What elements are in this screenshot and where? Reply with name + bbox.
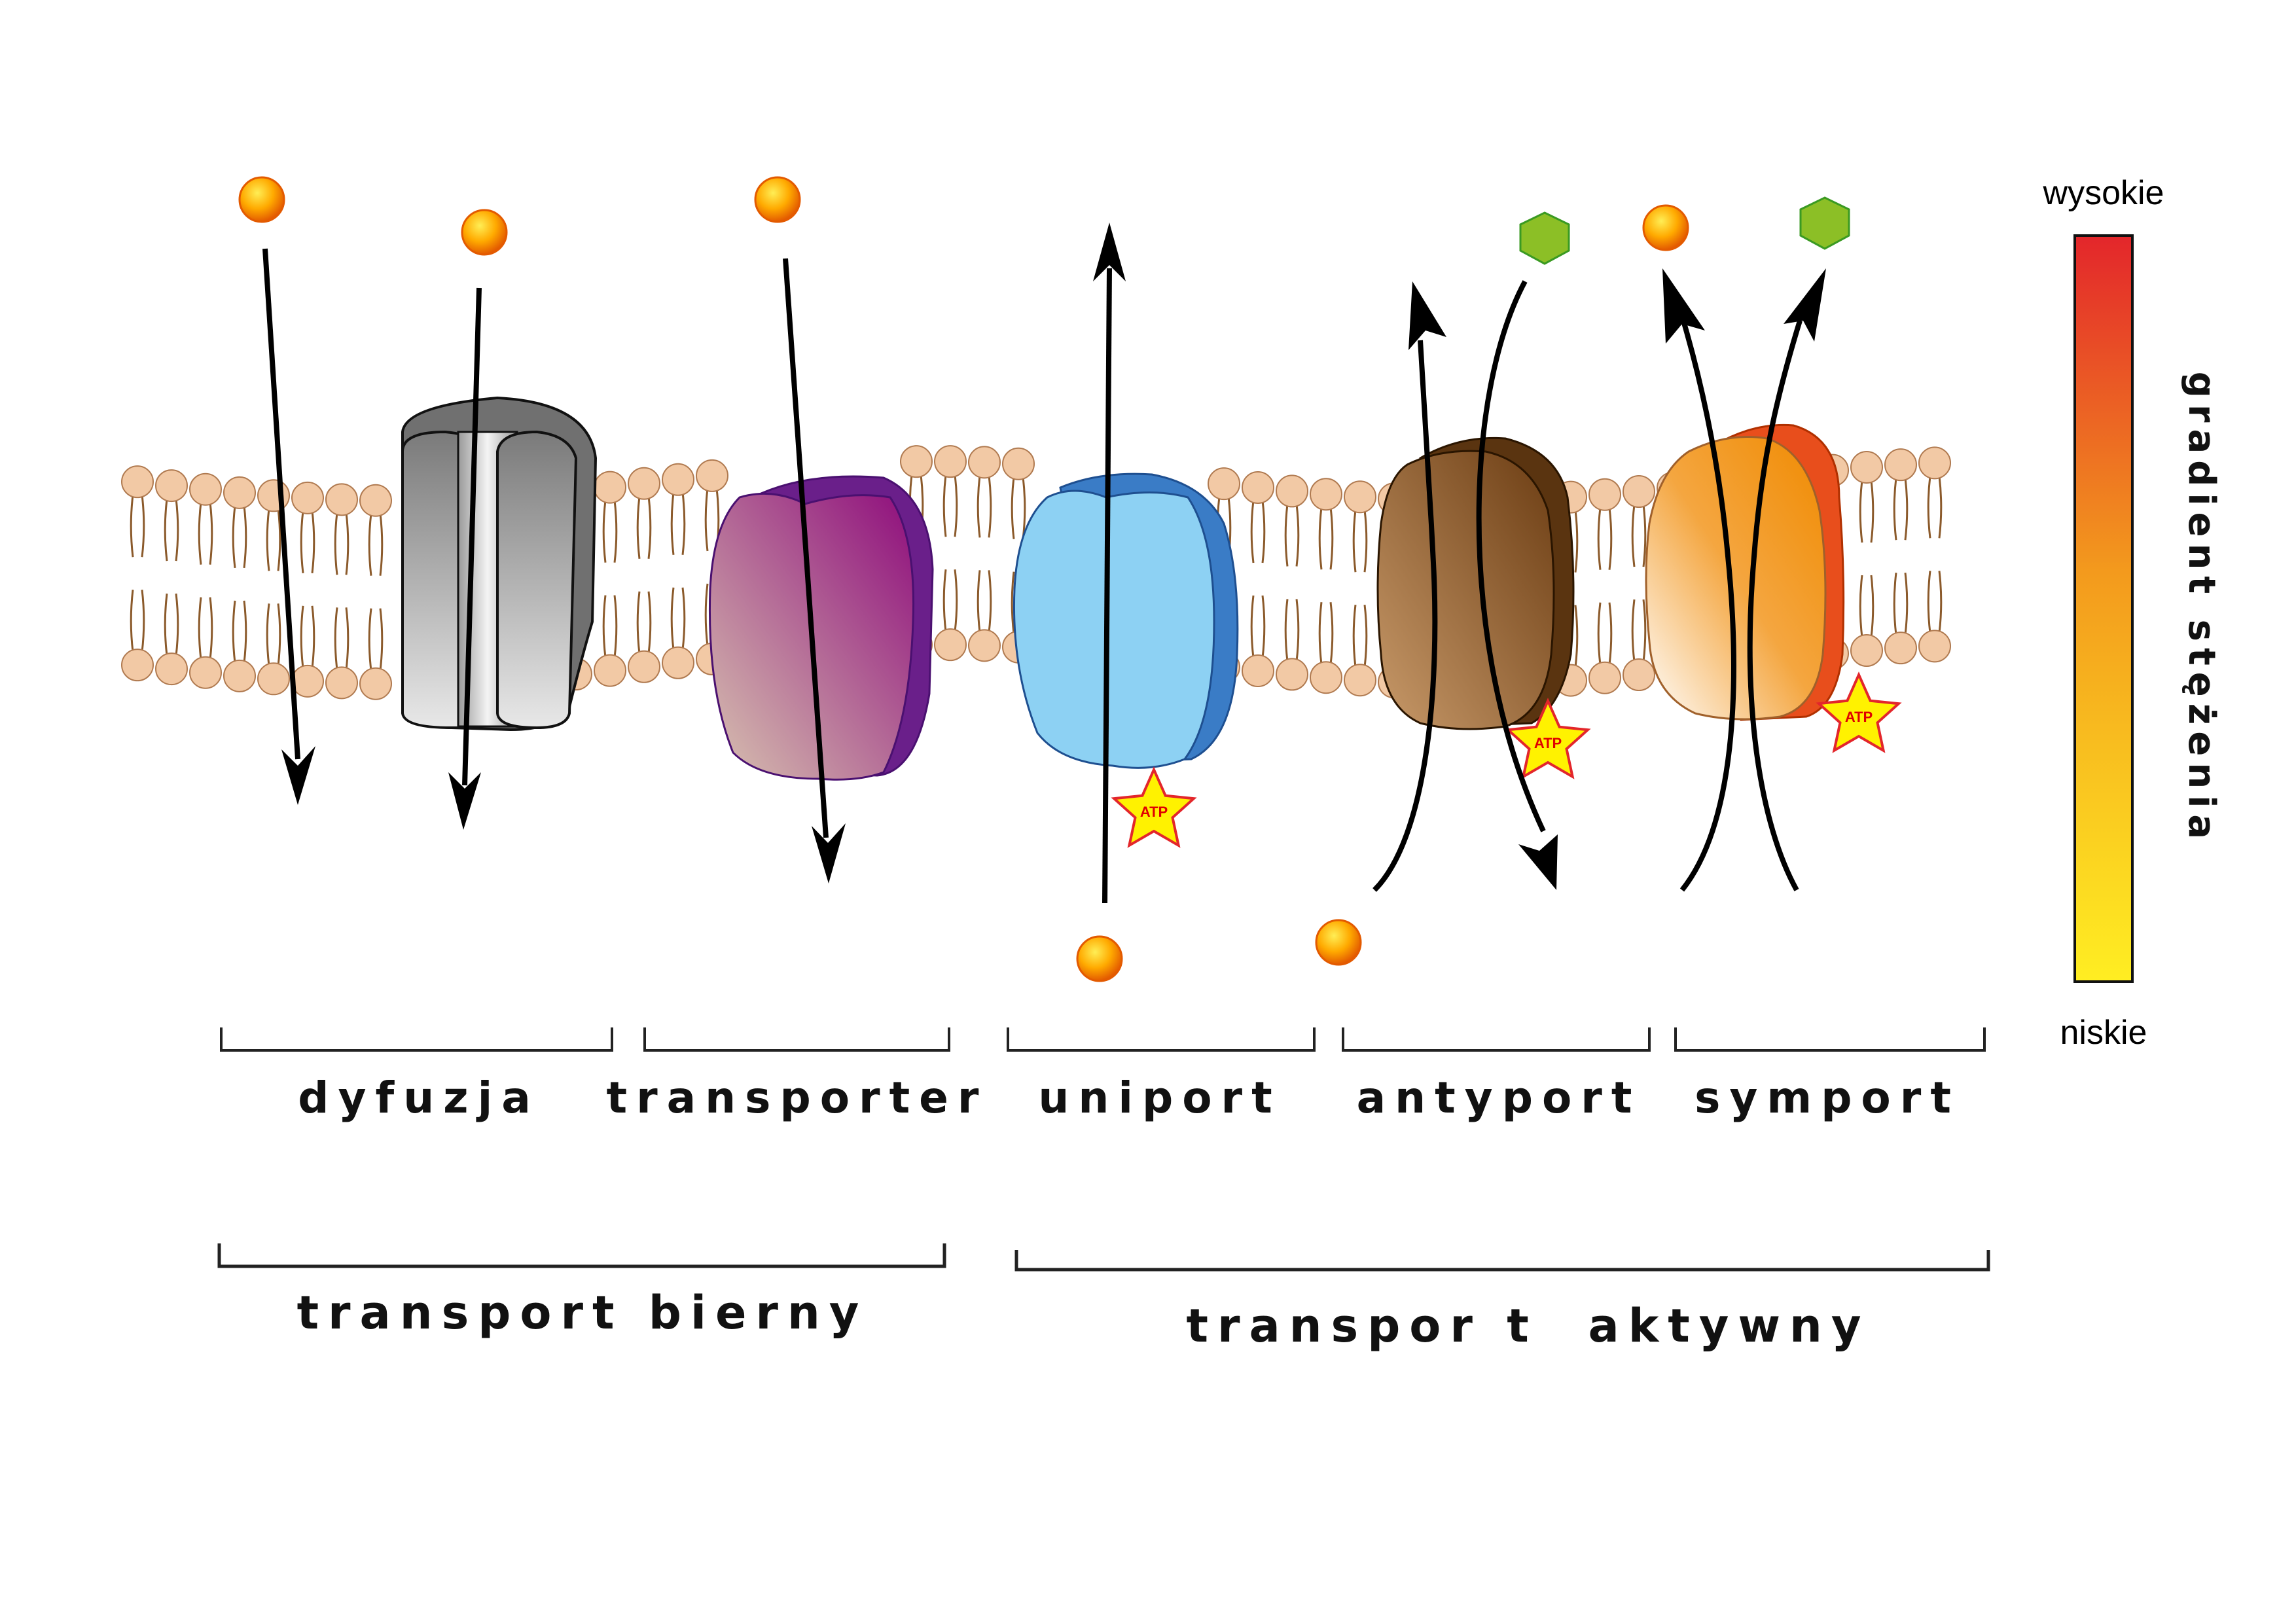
lipid-molecule xyxy=(1310,602,1342,694)
lipid-molecule xyxy=(325,483,358,575)
lipid-molecule xyxy=(189,597,222,689)
lipid-molecule xyxy=(359,608,392,700)
group-brackets xyxy=(217,1243,1990,1272)
lipid-molecule xyxy=(628,591,660,683)
lipid-molecule xyxy=(662,463,694,555)
arrow-up xyxy=(1102,268,1112,904)
lipid-molecule xyxy=(121,589,154,682)
lipid-molecule xyxy=(223,476,256,569)
label-symport: symport xyxy=(1695,1073,1960,1123)
gradient-high-label: wysokie xyxy=(2043,174,2164,212)
lipid-molecule xyxy=(662,587,694,679)
molecule-orange-icon xyxy=(461,209,508,256)
symport-protein xyxy=(1645,423,1845,721)
lipid-molecule xyxy=(155,593,188,686)
molecule-orange-icon xyxy=(1076,935,1123,982)
gradient-title: gradient stężenia xyxy=(2180,372,2223,846)
molecule-green-icon xyxy=(1519,211,1570,265)
atp-star-icon: ATP xyxy=(1505,698,1591,779)
lipid-molecule xyxy=(359,484,392,576)
transport-arrows xyxy=(262,248,1803,904)
lipid-molecule xyxy=(696,459,728,552)
label-antyport: antyport xyxy=(1357,1073,1641,1123)
lipid-molecule xyxy=(223,600,256,692)
label-dyfuzja: dyfuzja xyxy=(298,1073,540,1123)
molecule-orange-icon xyxy=(754,176,801,223)
antyport-protein xyxy=(1376,437,1575,730)
lipid-molecule xyxy=(291,605,324,698)
molecule-orange-icon xyxy=(1315,919,1362,966)
atp-star-icon: ATP xyxy=(1111,766,1197,848)
lipid-molecule xyxy=(121,465,154,558)
atp-star-icon: ATP xyxy=(1816,671,1902,753)
arrow-heads xyxy=(281,223,1826,890)
lipid-molecule xyxy=(155,469,188,562)
label-transport-aktywny: transpor t aktywny xyxy=(1186,1299,1870,1353)
arrow-up xyxy=(1747,319,1803,891)
lipid-molecule xyxy=(1242,471,1274,563)
lipid-molecule xyxy=(1850,575,1883,668)
label-transporter: transporter xyxy=(607,1073,988,1123)
lipid-molecule xyxy=(325,607,358,700)
arrow-up xyxy=(1372,340,1438,892)
label-uniport: uniport xyxy=(1038,1073,1281,1123)
lipid-molecule xyxy=(594,595,626,687)
lipid-molecule xyxy=(189,473,222,565)
lipid-molecule xyxy=(1276,474,1308,567)
lipid-molecule xyxy=(968,446,1001,538)
lipid-molecule xyxy=(1884,448,1917,541)
lipid-molecule xyxy=(628,467,660,559)
lipid-molecule xyxy=(1588,478,1621,570)
uniport-protein xyxy=(1013,473,1239,769)
lipid-molecule xyxy=(934,569,967,662)
channel-protein xyxy=(401,396,598,732)
arrow-down xyxy=(1476,280,1546,832)
lipid-molecule xyxy=(1276,599,1308,691)
lipid-molecule xyxy=(291,481,324,574)
lipid-molecule xyxy=(1310,478,1342,570)
lipid-molecule xyxy=(934,445,967,537)
arrow-up xyxy=(1679,319,1736,892)
lipid-molecule xyxy=(1850,451,1883,543)
lipid-molecule xyxy=(1918,571,1951,663)
molecule-green-icon xyxy=(1799,196,1850,250)
arrow-down xyxy=(783,258,829,838)
lipid-molecule xyxy=(594,471,626,563)
lipid-molecule xyxy=(1344,605,1376,697)
lipid-molecule xyxy=(968,570,1001,662)
lipid-molecule xyxy=(1242,595,1274,688)
lipid-molecule xyxy=(257,603,290,696)
gradient-scale-bar xyxy=(2073,234,2134,983)
molecule-orange-icon xyxy=(1642,204,1689,251)
atp-label: ATP xyxy=(1534,735,1562,751)
lipid-molecule xyxy=(1918,446,1951,539)
lipid-molecule xyxy=(1623,475,1655,567)
molecules xyxy=(238,176,1850,982)
atp-stars: ATP ATP ATP xyxy=(1111,671,1902,848)
gradient-low-label: niskie xyxy=(2060,1014,2147,1052)
atp-label: ATP xyxy=(1140,804,1168,820)
atp-label: ATP xyxy=(1845,709,1873,725)
lipid-molecule xyxy=(1344,480,1376,573)
category-brackets xyxy=(220,1027,1986,1052)
label-transport-bierny: transport bierny xyxy=(297,1286,869,1340)
arrow-down xyxy=(462,287,482,786)
arrow-down xyxy=(262,248,300,760)
molecule-orange-icon xyxy=(238,176,285,223)
lipid-molecule xyxy=(1588,602,1621,694)
lipid-molecule xyxy=(1623,599,1655,692)
lipid-molecule xyxy=(1884,572,1917,665)
